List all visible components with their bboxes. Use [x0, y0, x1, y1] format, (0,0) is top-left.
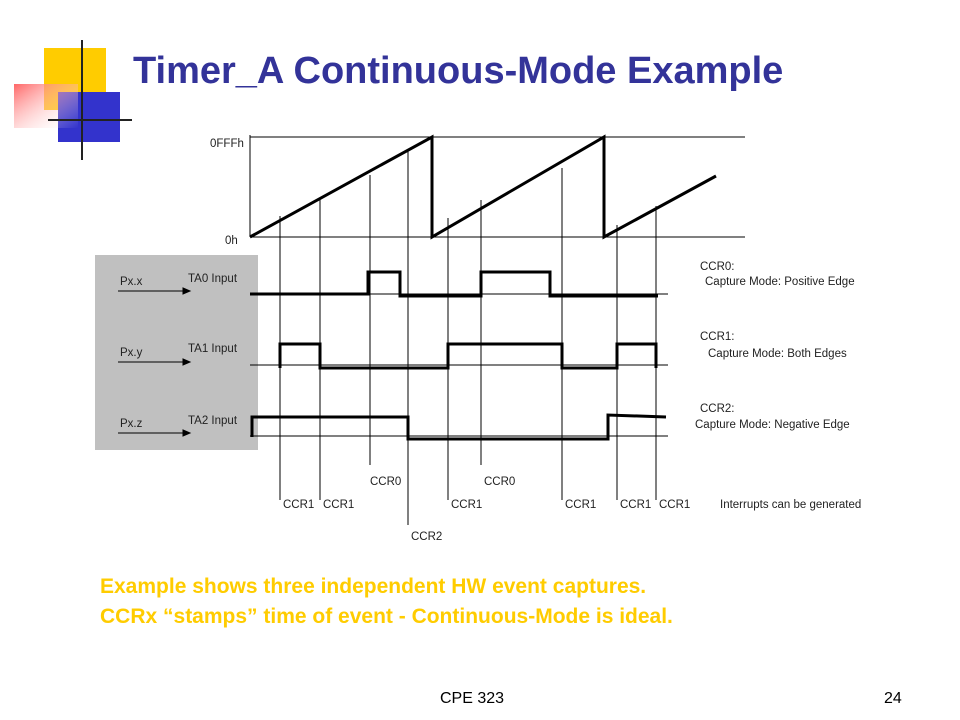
mode-ccr1-register: CCR1: — [700, 331, 735, 343]
capture-label-ccr2: CCR2 — [411, 531, 442, 543]
mode-ccr0-register: CCR0: — [700, 261, 735, 273]
counter-axis — [249, 135, 745, 238]
ta1-waveform — [278, 342, 658, 370]
capture-label-ccr1: CCR1 — [323, 499, 354, 511]
capture-label-ccr1: CCR1 — [620, 499, 651, 511]
axis-top-label: 0FFFh — [210, 138, 244, 150]
capture-label-ccr0: CCR0 — [370, 476, 401, 488]
page-number: 24 — [884, 690, 902, 707]
mode-ccr0-description: Capture Mode: Positive Edge — [705, 276, 855, 288]
slide-title: Timer_A Continuous-Mode Example — [133, 50, 784, 92]
mode-ccr2-description: Capture Mode: Negative Edge — [695, 419, 850, 431]
footer-course: CPE 323 — [440, 690, 505, 707]
caption-line: CCRx “stamps” time of event - Continuous… — [100, 605, 673, 628]
ta2-input-label: TA2 Input — [188, 415, 238, 427]
capture-label-ccr1: CCR1 — [283, 499, 314, 511]
mode-ccr2-register: CCR2: — [700, 403, 735, 415]
capture-label-ccr1: CCR1 — [451, 499, 482, 511]
ta0-input-label: TA0 Input — [188, 273, 238, 285]
ta0-waveform — [250, 270, 658, 298]
caption-line: Example shows three independent HW event… — [100, 575, 647, 598]
ta2-waveform — [250, 413, 667, 441]
counter-sawtooth — [249, 134, 717, 240]
signal-baselines — [250, 293, 668, 437]
pin-panel — [95, 255, 258, 450]
slide-logo — [14, 40, 132, 160]
interrupt-note: Interrupts can be generated — [720, 499, 861, 511]
ta1-input-label: TA1 Input — [188, 343, 238, 355]
capture-verticals — [279, 151, 657, 525]
pin-px-z: Px.z — [120, 418, 143, 430]
pin-px-y: Px.y — [120, 347, 143, 359]
pin-px-x: Px.x — [120, 276, 143, 288]
capture-label-ccr1: CCR1 — [659, 499, 690, 511]
axis-bottom-label: 0h — [225, 235, 238, 247]
capture-label-ccr1: CCR1 — [565, 499, 596, 511]
mode-ccr1-description: Capture Mode: Both Edges — [708, 348, 847, 360]
pin-arrows — [118, 287, 192, 437]
caption: Example shows three independent HW event… — [100, 572, 673, 632]
capture-label-ccr0: CCR0 — [484, 476, 515, 488]
